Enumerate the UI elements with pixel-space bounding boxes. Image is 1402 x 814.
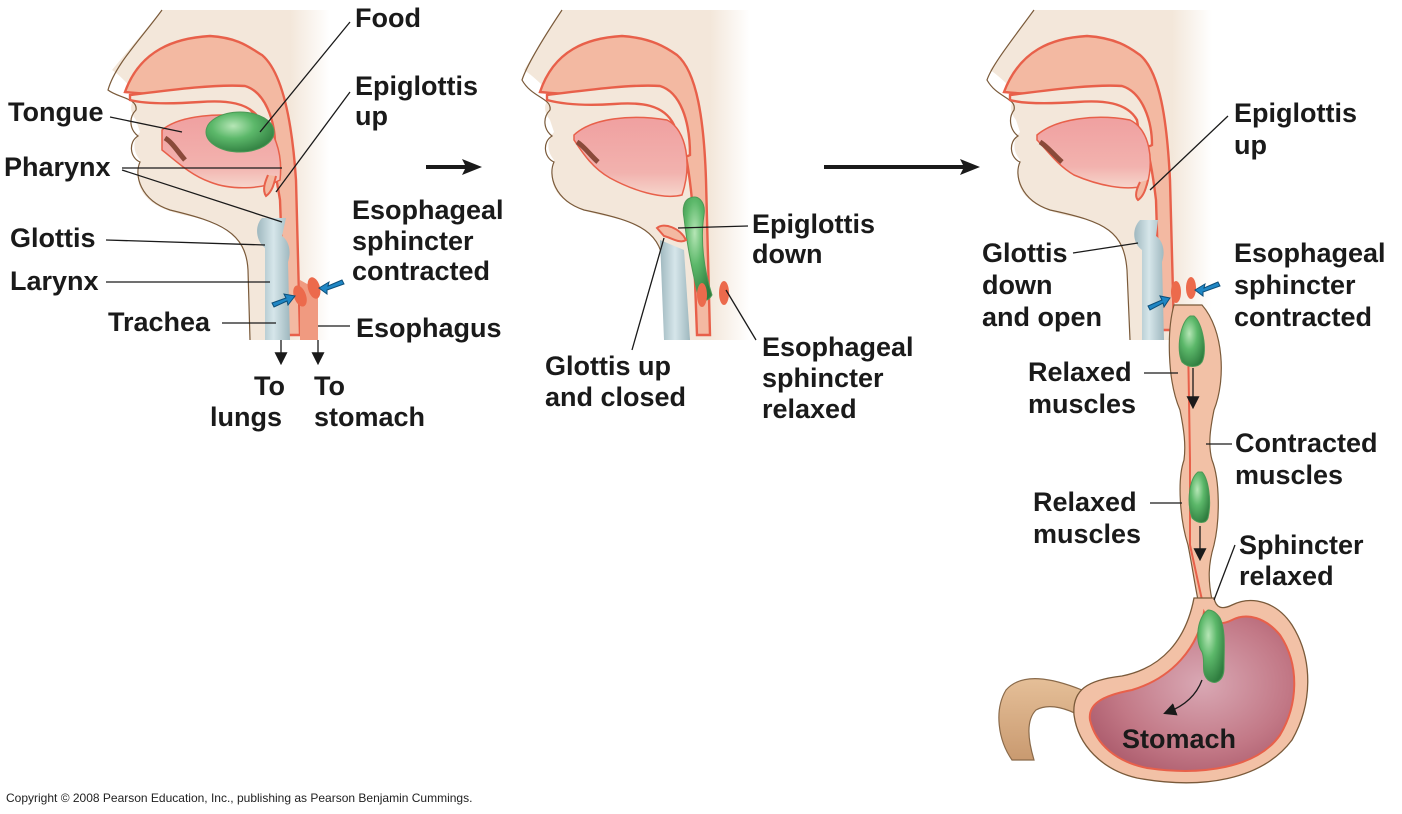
leader-tongue: [109, 116, 183, 133]
sphincter-left: [1171, 281, 1181, 303]
tongue: [573, 116, 688, 198]
lip-shadow: [163, 135, 187, 162]
stomach-interior: [1088, 608, 1296, 772]
sphincter-right: [307, 277, 321, 299]
label-tongue: Tongue: [8, 97, 103, 127]
epiglottis: [655, 224, 688, 243]
sphincter-left: [697, 283, 707, 307]
label-esophagus: Esophagus: [356, 313, 502, 343]
food-bolus-2: [1188, 471, 1211, 523]
label-glottis-up-line1: Glottis up: [545, 351, 671, 381]
food-bolus-3: [1197, 609, 1225, 683]
label-glottis-up-line2: and closed: [545, 382, 686, 412]
lip-shadow: [575, 139, 600, 164]
leader-epiglottis-down: [677, 225, 749, 229]
label-esoph-sphincter-p3-line3: contracted: [1234, 302, 1372, 332]
label-esoph-sphincter-p3-line1: Esophageal: [1234, 238, 1386, 268]
pressure-arrow-left-icon: [271, 293, 296, 308]
pressure-arrow-right-icon: [318, 279, 345, 295]
label-epiglottis-up-p3-line2: up: [1234, 130, 1267, 160]
label-to-stomach-line1: To: [314, 371, 345, 401]
pressure-arrow-left-icon: [1147, 295, 1171, 311]
sphincter-right: [1186, 277, 1196, 299]
label-glottis-down-line1: Glottis: [982, 238, 1068, 268]
label-stomach: Stomach: [1122, 724, 1236, 754]
label-food: Food: [355, 3, 421, 33]
label-relaxed-muscles-1-line1: Relaxed: [1028, 357, 1132, 387]
panel-2-epiglottis-down: [521, 9, 750, 341]
trachea-airway: [660, 240, 690, 340]
label-epiglottis-down-line2: down: [752, 239, 822, 269]
label-esoph-sphincter-line1: Esophageal: [352, 195, 504, 225]
face-outline: [986, 9, 1131, 341]
label-sphincter-relaxed-line2: relaxed: [1239, 561, 1334, 591]
panel-1-swallow-start: Food Epiglottis up Tongue Pharynx Glotti…: [4, 3, 504, 432]
face-outline: [107, 9, 251, 341]
label-to-lungs-line1: To: [254, 371, 285, 401]
label-esoph-sphincter-relaxed-line3: relaxed: [762, 394, 857, 424]
trachea-airway: [1134, 220, 1164, 340]
label-contracted-muscles-line1: Contracted: [1235, 428, 1378, 458]
label-glottis-down-line3: and open: [982, 302, 1102, 332]
lip-shadow: [1038, 139, 1064, 164]
face-outline: [521, 9, 668, 341]
label-esoph-sphincter-line3: contracted: [352, 256, 490, 286]
label-pharynx: Pharynx: [4, 152, 111, 182]
duodenum: [998, 678, 1083, 761]
leader-epiglottis-up-p3: [1149, 115, 1229, 191]
label-glottis: Glottis: [10, 223, 96, 253]
leader-epiglottis: [275, 91, 351, 193]
step-arrow-1-icon: [426, 159, 482, 175]
label-esoph-sphincter-relaxed-line2: sphincter: [762, 363, 884, 393]
label-relaxed-muscles-1-line2: muscles: [1028, 389, 1136, 419]
label-epiglottis-down-line1: Epiglottis: [752, 209, 875, 239]
leader-glottis: [105, 239, 266, 246]
leader-pharynx-2: [121, 169, 283, 223]
label-epiglottis-up-p3-line1: Epiglottis: [1234, 98, 1357, 128]
food-bolus: [205, 111, 275, 153]
label-relaxed-muscles-2-line1: Relaxed: [1033, 487, 1137, 517]
leader-food: [259, 21, 351, 133]
leader-glottis-down: [1072, 242, 1139, 254]
sphincter-right: [719, 281, 729, 305]
trachea-airway: [257, 218, 290, 340]
label-to-lungs-line2: lungs: [210, 402, 282, 432]
sphincter-left: [293, 285, 307, 307]
step-arrow-2-icon: [824, 159, 980, 175]
label-epiglottis-up-line1: Epiglottis: [355, 71, 478, 101]
copyright-notice: Copyright © 2008 Pearson Education, Inc.…: [6, 791, 472, 805]
label-esoph-sphincter-p3-line2: sphincter: [1234, 270, 1356, 300]
leader-sphincter-relaxed: [725, 289, 757, 341]
food-bolus-1: [1178, 315, 1205, 367]
label-glottis-down-line2: down: [982, 270, 1052, 300]
label-relaxed-muscles-2-line2: muscles: [1033, 519, 1141, 549]
label-contracted-muscles-line2: muscles: [1235, 460, 1343, 490]
leader-glottis-up: [631, 237, 665, 351]
epiglottis: [1135, 179, 1149, 202]
label-esoph-sphincter-relaxed-line1: Esophageal: [762, 332, 914, 362]
epiglottis: [263, 174, 277, 198]
leader-sphincter-relaxed-p3: [1213, 544, 1236, 601]
pressure-arrow-right-icon: [1194, 281, 1221, 297]
into-stomach-arrow-icon: [1163, 679, 1203, 716]
label-sphincter-relaxed-line1: Sphincter: [1239, 530, 1364, 560]
label-esoph-sphincter-line2: sphincter: [352, 226, 474, 256]
label-to-stomach-line2: stomach: [314, 402, 425, 432]
label-epiglottis-up-line2: up: [355, 101, 388, 131]
head-fade: [710, 10, 750, 340]
label-larynx: Larynx: [10, 266, 99, 296]
panel-3-peristalsis: [986, 9, 1309, 784]
label-trachea: Trachea: [108, 307, 211, 337]
